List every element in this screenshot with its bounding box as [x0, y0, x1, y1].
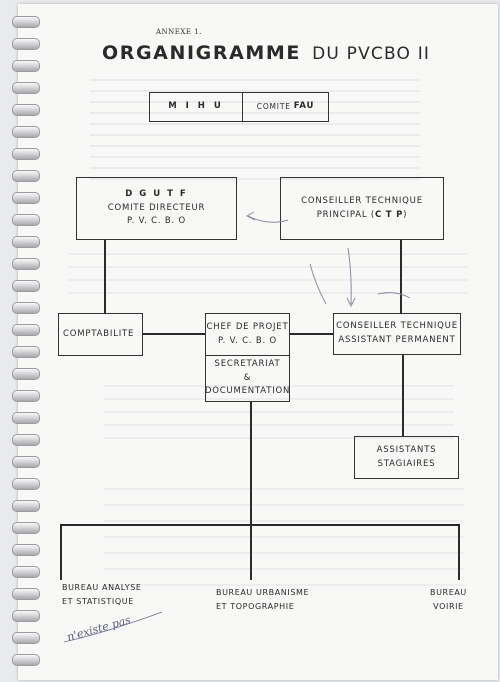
- pvcbo-label: P. V. C. B. O: [127, 216, 186, 227]
- fau-label: FAU: [293, 101, 315, 112]
- dgutf-label: D G U T F: [125, 189, 188, 200]
- conseiller-assistant-box: CONSEILLER TECHNIQUE ASSISTANT PERMANENT: [333, 313, 461, 355]
- annex-label: ANNEXE 1.: [156, 28, 202, 36]
- comptabilite-box: COMPTABILITE: [58, 313, 143, 356]
- bureau-voirie-label: BUREAU VOIRIE: [430, 588, 467, 611]
- secretariat-label: SECRETARIAT: [214, 359, 281, 370]
- ctp-box: CONSEILLER TECHNIQUE PRINCIPAL (C T P): [280, 177, 444, 240]
- chef-pvcbo-label: P. V. C. B. O: [218, 335, 277, 346]
- comite-label: COMITE: [256, 102, 291, 111]
- comite-fau-box: COMITE FAU: [242, 92, 329, 122]
- title-rest: DU PVCBO II: [312, 44, 431, 64]
- conseiller-ap-label2: ASSISTANT PERMANENT: [338, 335, 456, 345]
- document-page: ANNEXE 1. ORGANIGRAMME DU PVCBO II M I H…: [12, 4, 498, 680]
- principal-label: PRINCIPAL (C T P): [316, 209, 408, 220]
- dgutf-box: D G U T F COMITE DIRECTEUR P. V. C. B. O: [76, 177, 237, 240]
- title-main: ORGANIGRAMME: [102, 42, 301, 64]
- handwritten-underline: [63, 611, 163, 643]
- bureau-urbanisme-label: BUREAU URBANISME ET TOPOGRAPHIE: [216, 588, 310, 611]
- documentation-label: DOCUMENTATION: [204, 386, 291, 397]
- secretariat-box: SECRETARIAT & DOCUMENTATION: [205, 355, 290, 402]
- pencil-arrows: [245, 211, 411, 308]
- assistants-label: ASSISTANTS: [376, 444, 437, 455]
- assistants-box: ASSISTANTS STAGIAIRES: [354, 436, 459, 479]
- mihu-label: M I H U: [168, 101, 224, 112]
- stagiaires-label: STAGIAIRES: [377, 458, 436, 469]
- conseiller-technique-label: CONSEILLER TECHNIQUE: [301, 195, 423, 206]
- bureau-analyse-label: BUREAU ANALYSE ET STATISTIQUE: [62, 583, 142, 606]
- page-title: ORGANIGRAMME DU PVCBO II: [102, 42, 430, 64]
- conseiller-ap-label1: CONSEILLER TECHNIQUE: [336, 321, 458, 332]
- comptabilite-label: COMPTABILITE: [63, 328, 135, 339]
- ampersand-label: &: [243, 372, 252, 383]
- comite-directeur-label: COMITE DIRECTEUR: [107, 202, 206, 213]
- chef-projet-label: CHEF DE PROJET: [206, 321, 289, 332]
